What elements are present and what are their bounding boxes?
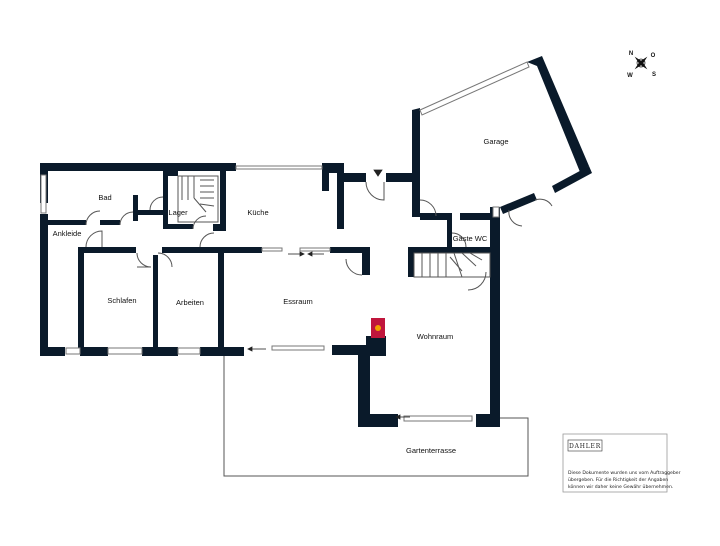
disclaimer-line-2: übergeben. Für die Richtigkeit der Angab…: [568, 477, 668, 483]
disclaimer-box: DAHLER Diese Dokumente wurden uns vom Au…: [562, 433, 681, 493]
stairs-upper: [177, 175, 219, 223]
room-label-gaeste-wc: Gäste WC: [453, 234, 488, 243]
compass-o: O: [651, 53, 656, 59]
room-label-gartenterrasse: Gartenterrasse: [406, 446, 456, 455]
walls: [40, 163, 370, 356]
room-label-arbeiten: Arbeiten: [176, 298, 204, 307]
fireplace: [371, 318, 385, 338]
room-label-schlafen: Schlafen: [107, 296, 136, 305]
compass-s: S: [652, 72, 656, 78]
terrace-outline: [223, 356, 529, 477]
sliding-arrows: [247, 169, 410, 420]
room-label-essraum: Essraum: [283, 297, 313, 306]
compass-w: W: [627, 73, 633, 79]
room-label-kueche: Küche: [247, 208, 268, 217]
stairs-lower: [413, 252, 491, 278]
brand-logo: [567, 439, 603, 452]
compass-rose: N O S W: [627, 51, 656, 79]
disclaimer-line-3: können wir daher keine Gewähr übernehmen…: [568, 484, 673, 490]
room-labels: Garage Bad Lager Küche Ankleide Gäste WC…: [53, 137, 509, 455]
windows: [40, 165, 500, 422]
room-label-lager: Lager: [168, 208, 188, 217]
room-label-bad: Bad: [98, 193, 111, 202]
compass-n: N: [629, 51, 633, 57]
disclaimer-line-1: Diese Dokumente wurden uns vom Auftragge…: [568, 470, 681, 476]
room-label-garage: Garage: [483, 137, 508, 146]
brand-name: DAHLER: [569, 443, 601, 450]
room-label-ankleide: Ankleide: [53, 229, 82, 238]
walls-right: [322, 56, 592, 427]
room-label-wohnraum: Wohnraum: [417, 332, 454, 341]
door-swings: [85, 181, 553, 291]
